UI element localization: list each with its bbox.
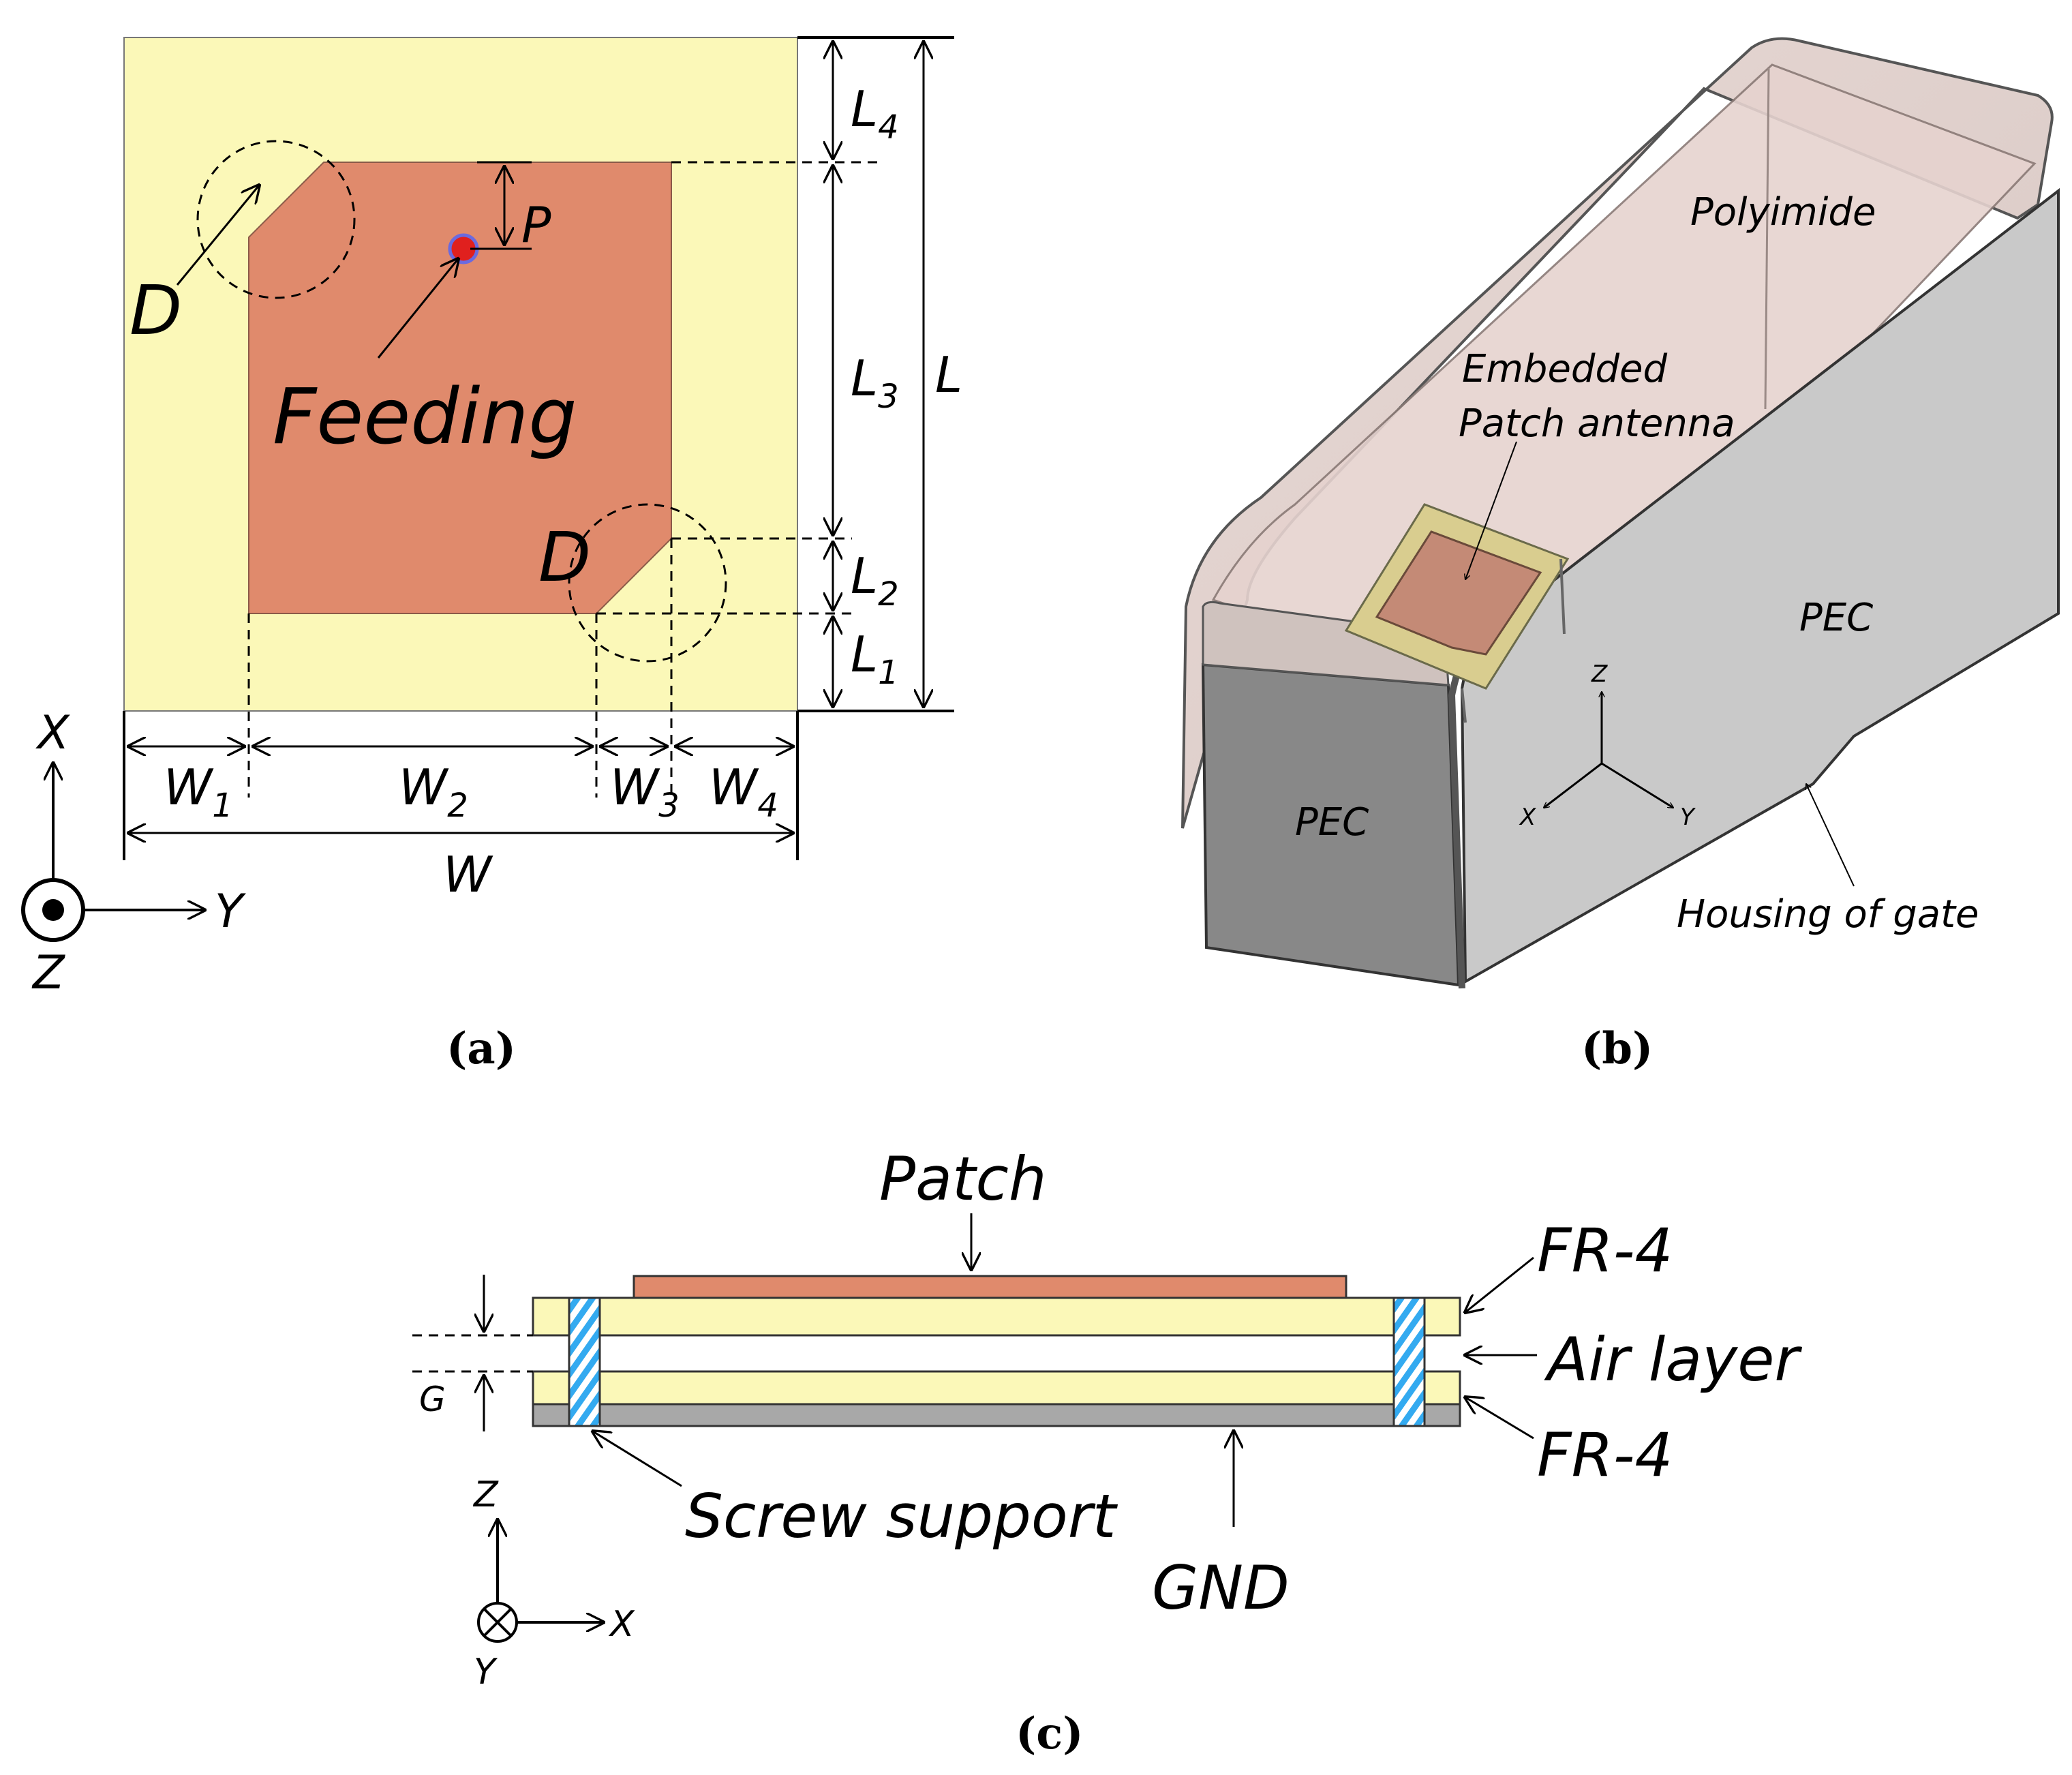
fr4-bottom-arrow xyxy=(1465,1397,1534,1440)
axis-x-label: X xyxy=(35,706,70,760)
l1-label: L1 xyxy=(851,626,899,692)
d-bottom-label: D xyxy=(538,517,591,597)
screw-support-label: Screw support xyxy=(685,1481,1118,1551)
patch-label: Patch xyxy=(879,1144,1047,1214)
embedded-label-line2: Patch antenna xyxy=(1459,401,1735,446)
panel-c: G Patch FR-4 Air layer FR-4 Screw suppor… xyxy=(412,1144,1802,1759)
screw-support-right xyxy=(1392,1296,1426,1427)
axis-c-z-label: Z xyxy=(472,1474,499,1515)
embedded-label-line1: Embedded xyxy=(1462,347,1667,391)
w4-label: W4 xyxy=(709,759,778,825)
l3-label: L3 xyxy=(851,350,899,416)
pec-front-label: PEC xyxy=(1295,800,1369,845)
gnd-label: GND xyxy=(1152,1553,1290,1623)
l-label: L xyxy=(935,346,962,404)
screw-arrow xyxy=(593,1431,682,1487)
l2-label: L2 xyxy=(851,547,899,613)
embedded-patch xyxy=(1375,530,1542,656)
caption-b: (b) xyxy=(1581,1023,1653,1074)
housing-arrow xyxy=(1806,784,1855,887)
pec-side-label: PEC xyxy=(1799,596,1873,640)
air-layer-label: Air layer xyxy=(1544,1324,1802,1395)
caption-a: (a) xyxy=(446,1023,516,1074)
polyimide-label: Polyimide xyxy=(1690,190,1876,234)
axis-b-x-label: X xyxy=(1519,804,1536,831)
fr4-top-layer xyxy=(532,1296,1461,1337)
housing-label: Housing of gate xyxy=(1677,892,1979,937)
panel-b: Z X Y Polyimide Embedded Patch antenna P… xyxy=(1181,37,2060,1074)
gnd-layer xyxy=(532,1403,1461,1427)
axis-z-label: Z xyxy=(31,946,65,1000)
p-label: P xyxy=(521,196,551,254)
d-top-arrow xyxy=(176,185,259,286)
axis-c-x-label: X xyxy=(608,1604,635,1645)
chamfer-circle-top xyxy=(196,140,356,299)
axes-xyz-b: Z X Y xyxy=(1519,661,1696,831)
w-label: W xyxy=(443,846,493,903)
w3-label: W3 xyxy=(610,759,680,825)
l4-label: L4 xyxy=(851,80,899,147)
panel-a: D D Feeding P L4 L3 L2 L1 L W1 W2 W3 W4 … xyxy=(21,36,962,1074)
caption-c: (c) xyxy=(1016,1708,1084,1759)
axes-xyz-a: X Y Z xyxy=(21,706,246,1000)
g-label: G xyxy=(419,1380,446,1419)
axis-y-label: Y xyxy=(215,885,246,939)
screw-support-left xyxy=(568,1296,601,1427)
axis-c-y-label: Y xyxy=(474,1652,498,1693)
embedded-arrow xyxy=(1465,441,1517,579)
axes-xyz-c: Z X Y xyxy=(472,1474,635,1693)
patch-side-view xyxy=(633,1275,1347,1299)
chamfer-circle-bottom xyxy=(568,503,727,663)
w2-label: W2 xyxy=(399,759,468,825)
fr4-bottom-label: FR-4 xyxy=(1537,1420,1673,1490)
fr4-bottom-layer xyxy=(532,1370,1461,1406)
d-top-label: D xyxy=(130,271,182,350)
feeding-label: Feeding xyxy=(273,373,577,461)
axis-b-z-label: Z xyxy=(1591,661,1608,688)
fr4-top-label: FR-4 xyxy=(1537,1215,1673,1286)
fr4-top-arrow xyxy=(1465,1256,1534,1312)
axis-b-y-label: Y xyxy=(1680,804,1696,831)
feeding-arrow xyxy=(377,259,458,359)
w1-label: W1 xyxy=(164,759,233,825)
